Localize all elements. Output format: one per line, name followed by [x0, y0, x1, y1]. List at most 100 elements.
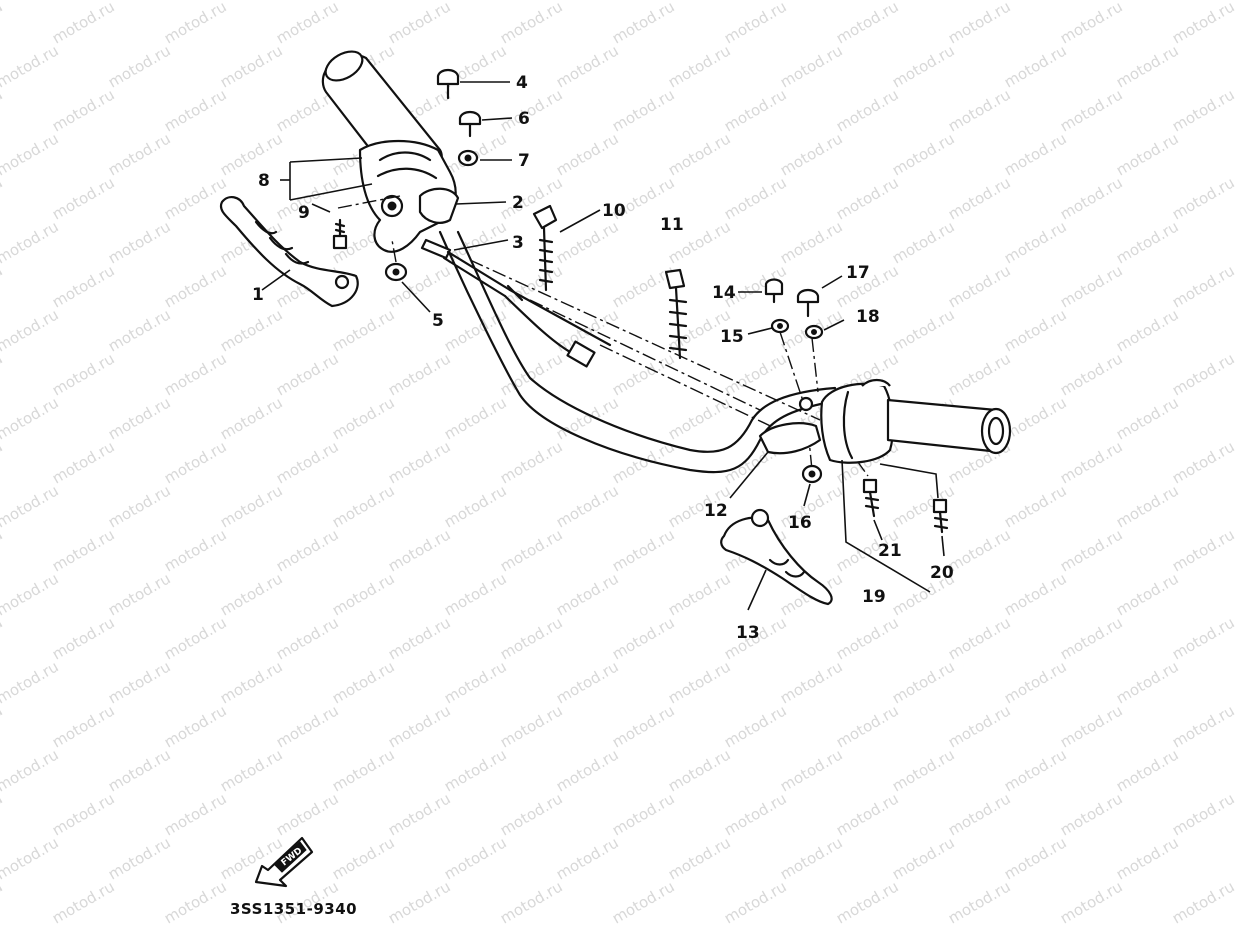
watermark-text: motod.ru	[105, 745, 174, 795]
watermark-text: motod.ru	[609, 85, 678, 135]
watermark-text: motod.ru	[1057, 525, 1126, 575]
watermark-text: motod.ru	[105, 305, 174, 355]
watermark-text: motod.ru	[0, 129, 62, 179]
watermark-text: motod.ru	[385, 0, 454, 47]
watermark-text: motod.ru	[1001, 0, 1070, 3]
diagram-code: 3SS1351-9340	[230, 900, 357, 918]
watermark-text: motod.ru	[945, 173, 1014, 223]
watermark-text: motod.ru	[777, 0, 846, 3]
watermark-text: motod.ru	[497, 877, 566, 927]
watermark-text: motod.ru	[1057, 349, 1126, 399]
watermark-text: motod.ru	[889, 0, 958, 3]
watermark-text: motod.ru	[1169, 877, 1236, 927]
watermark-text: motod.ru	[385, 877, 454, 927]
watermark-text: motod.ru	[777, 41, 846, 91]
watermark-text: motod.ru	[1001, 305, 1070, 355]
watermark-text: motod.ru	[0, 701, 6, 751]
watermark-text: motod.ru	[105, 41, 174, 91]
watermark-text: motod.ru	[497, 437, 566, 487]
callout-8: 8	[258, 171, 270, 191]
watermark-text: motod.ru	[889, 41, 958, 91]
watermark-text: motod.ru	[0, 437, 6, 487]
watermark-text: motod.ru	[49, 877, 118, 927]
watermark-text: motod.ru	[609, 789, 678, 839]
watermark-text: motod.ru	[1169, 0, 1236, 47]
watermark-text: motod.ru	[889, 305, 958, 355]
watermark-text: motod.ru	[553, 833, 622, 883]
watermark-text: motod.ru	[0, 789, 6, 839]
watermark-text: motod.ru	[217, 481, 286, 531]
watermark-text: motod.ru	[49, 173, 118, 223]
watermark-text: motod.ru	[0, 0, 6, 47]
watermark-text: motod.ru	[161, 789, 230, 839]
watermark-text: motod.ru	[721, 701, 790, 751]
watermark-text: motod.ru	[721, 789, 790, 839]
callout-14: 14	[712, 283, 736, 303]
watermark-text: motod.ru	[497, 789, 566, 839]
watermark-text: motod.ru	[105, 833, 174, 883]
watermark-text: motod.ru	[1057, 877, 1126, 927]
watermark-text: motod.ru	[1001, 657, 1070, 707]
brake-lever	[720, 508, 833, 606]
watermark-text: motod.ru	[1057, 173, 1126, 223]
watermark-text: motod.ru	[161, 525, 230, 575]
watermark-text: motod.ru	[441, 481, 510, 531]
watermark-text: motod.ru	[665, 745, 734, 795]
callout-10: 10	[602, 201, 626, 221]
watermark-text: motod.ru	[945, 0, 1014, 47]
callout-20: 20	[930, 563, 954, 583]
watermark-text: motod.ru	[889, 657, 958, 707]
watermark-text: motod.ru	[329, 745, 398, 795]
watermark-text: motod.ru	[0, 217, 62, 267]
watermark-text: motod.ru	[1169, 789, 1236, 839]
right-switch-housing	[820, 378, 894, 464]
watermark-text: motod.ru	[497, 701, 566, 751]
watermark-text: motod.ru	[273, 789, 342, 839]
callout-9: 9	[298, 203, 310, 223]
watermark-text: motod.ru	[0, 657, 62, 707]
watermark-text: motod.ru	[1169, 701, 1236, 751]
watermark-text: motod.ru	[1113, 305, 1182, 355]
watermark-text: motod.ru	[105, 393, 174, 443]
watermark-text: motod.ru	[441, 0, 510, 3]
watermark-text: motod.ru	[49, 85, 118, 135]
watermark-text: motod.ru	[329, 393, 398, 443]
watermark-text: motod.ru	[105, 657, 174, 707]
watermark-text: motod.ru	[0, 173, 6, 223]
watermark-text: motod.ru	[1169, 349, 1236, 399]
callout-18: 18	[856, 307, 880, 327]
watermark-text: motod.ru	[273, 613, 342, 663]
watermark-text: motod.ru	[273, 349, 342, 399]
watermark-text: motod.ru	[0, 41, 62, 91]
watermark-text: motod.ru	[833, 613, 902, 663]
watermark-text: motod.ru	[105, 217, 174, 267]
watermark-text: motod.ru	[1113, 129, 1182, 179]
watermark-text: motod.ru	[497, 0, 566, 47]
watermark-text: motod.ru	[49, 261, 118, 311]
watermark-text: motod.ru	[889, 481, 958, 531]
watermark-text: motod.ru	[1001, 41, 1070, 91]
watermark-text: motod.ru	[385, 613, 454, 663]
watermark-text: motod.ru	[0, 349, 6, 399]
watermark-text: motod.ru	[329, 657, 398, 707]
watermark-text: motod.ru	[553, 569, 622, 619]
leader-lines	[261, 81, 945, 611]
watermark-text: motod.ru	[553, 0, 622, 3]
watermark-text: motod.ru	[217, 657, 286, 707]
watermark-text: motod.ru	[1169, 173, 1236, 223]
watermark-text: motod.ru	[1113, 745, 1182, 795]
watermark-text: motod.ru	[1057, 85, 1126, 135]
watermark-text: motod.ru	[0, 261, 6, 311]
watermark-text: motod.ru	[609, 261, 678, 311]
watermark-text: motod.ru	[161, 437, 230, 487]
watermark-text: motod.ru	[833, 701, 902, 751]
watermark-text: motod.ru	[1001, 833, 1070, 883]
watermark-text: motod.ru	[217, 569, 286, 619]
watermark-text: motod.ru	[1001, 569, 1070, 619]
lever-holder-left	[358, 139, 460, 253]
watermark-text: motod.ru	[1001, 393, 1070, 443]
watermark-text: motod.ru	[1113, 569, 1182, 619]
watermark-text: motod.ru	[777, 129, 846, 179]
callout-11: 11	[660, 215, 684, 235]
watermark-text: motod.ru	[889, 217, 958, 267]
